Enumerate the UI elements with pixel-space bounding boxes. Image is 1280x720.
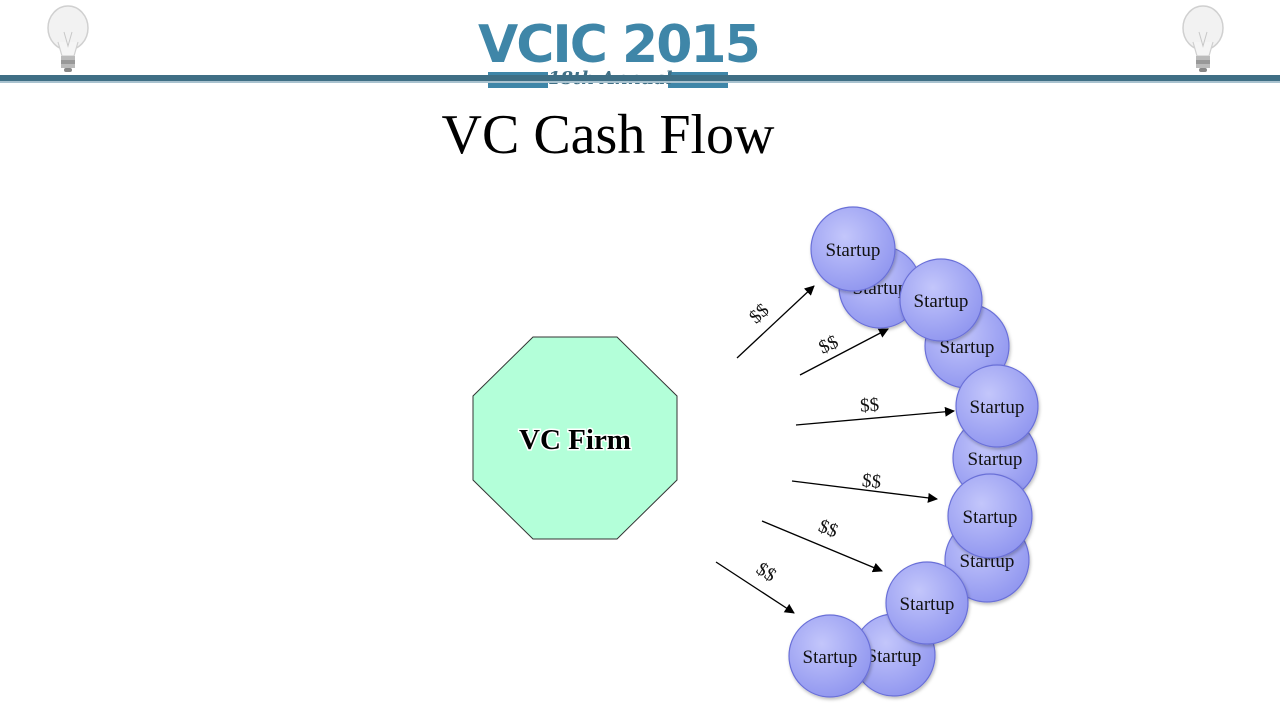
startup-node: Startup	[899, 258, 983, 342]
svg-text:Startup: Startup	[914, 291, 969, 312]
startup-node: Startup	[810, 206, 896, 292]
header-divider-light	[0, 81, 1280, 83]
flow-arrow	[736, 285, 815, 359]
lightbulb-icon	[1182, 5, 1224, 72]
vc-firm-label: VC Firm	[519, 424, 631, 456]
svg-text:Startup: Startup	[963, 507, 1018, 528]
flow-label: $$	[745, 300, 773, 328]
startup-node: Startup	[788, 614, 872, 698]
flow-arrow	[795, 406, 955, 426]
slide-title: VC Cash Flow	[441, 104, 775, 166]
flow-label: $$	[859, 394, 879, 416]
logo-text: VCIC 2015	[478, 15, 761, 75]
vc-firm-octagon	[472, 336, 678, 540]
flow-label: $$	[815, 516, 840, 543]
svg-text:Startup: Startup	[867, 646, 922, 667]
flow-label: $$	[752, 558, 779, 586]
flow-label: $$	[861, 470, 882, 493]
svg-text:Startup: Startup	[900, 594, 955, 615]
svg-text:Startup: Startup	[826, 240, 881, 261]
flow-label: $$	[816, 331, 842, 358]
startup-node: Startup	[947, 473, 1033, 559]
svg-text:Startup: Startup	[803, 647, 858, 668]
lightbulb-icon	[47, 5, 89, 72]
svg-text:Startup: Startup	[968, 449, 1023, 470]
slide-header: VCIC 2015 18th Annual	[0, 0, 1280, 90]
startup-node: Startup	[885, 561, 969, 645]
flow-arrow	[715, 561, 795, 614]
svg-text:Startup: Startup	[940, 337, 995, 358]
header-divider	[0, 75, 1280, 81]
startup-nodes: Startup Startup Startup Startup Startup …	[788, 206, 1039, 698]
flow-arrows	[715, 285, 955, 614]
flow-arrow	[791, 480, 938, 503]
svg-text:Startup: Startup	[970, 397, 1025, 418]
flow-arrow	[761, 520, 883, 573]
flow-arrow	[799, 328, 889, 376]
startup-node: Startup	[955, 364, 1039, 448]
